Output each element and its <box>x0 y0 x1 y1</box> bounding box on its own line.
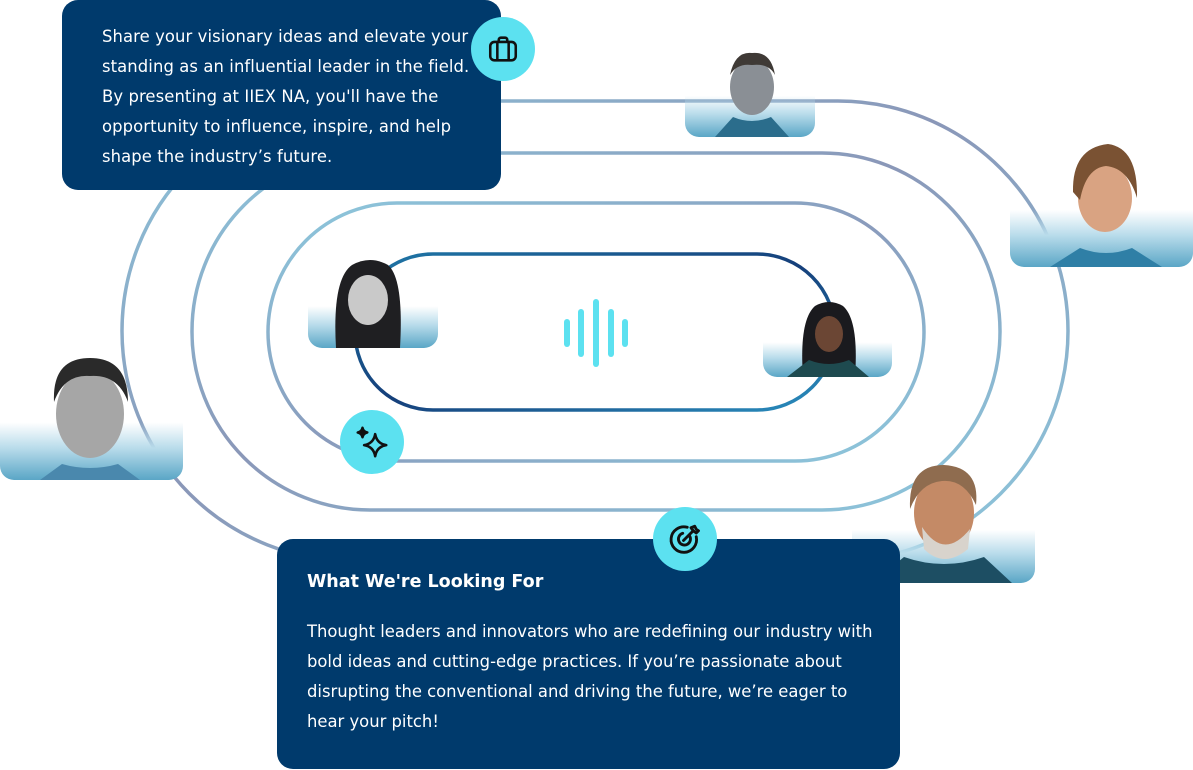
speaker-man-left-portrait <box>40 358 140 480</box>
speaker-photo-man-top <box>685 45 815 137</box>
looking-for-text: Thought leaders and innovators who are r… <box>307 622 873 731</box>
speaker-photo-man-beard <box>852 465 1035 583</box>
speaker-photo-man-left <box>0 352 183 480</box>
speaker-photo-woman-short-hair <box>1010 140 1193 267</box>
intro-card: Share your visionary ideas and elevate y… <box>62 0 501 190</box>
intro-text: Share your visionary ideas and elevate y… <box>102 27 470 166</box>
speaker-man-beard-portrait <box>872 465 1012 583</box>
sparkles-icon <box>356 426 388 458</box>
speaker-photo-woman-dark-hair <box>308 255 438 348</box>
target-badge <box>653 507 717 571</box>
speaker-photo-woman-center-right <box>763 300 892 377</box>
speaker-woman-short-hair-portrait <box>1050 144 1162 267</box>
looking-for-card: What We're Looking For Thought leaders a… <box>277 539 900 769</box>
briefcase-badge <box>471 17 535 81</box>
speaker-man-top-portrait <box>715 52 789 137</box>
audio-wave-icon <box>564 299 628 367</box>
briefcase-icon <box>488 36 518 62</box>
looking-for-title: What We're Looking For <box>307 572 544 592</box>
speaker-woman-dark-hair-portrait <box>335 260 401 348</box>
speaker-woman-center-right-portrait <box>787 302 869 377</box>
orbit-ring-3 <box>190 151 1002 512</box>
target-icon <box>669 524 700 554</box>
orbit-ring-2 <box>266 201 926 463</box>
sparkles-badge <box>340 410 404 474</box>
